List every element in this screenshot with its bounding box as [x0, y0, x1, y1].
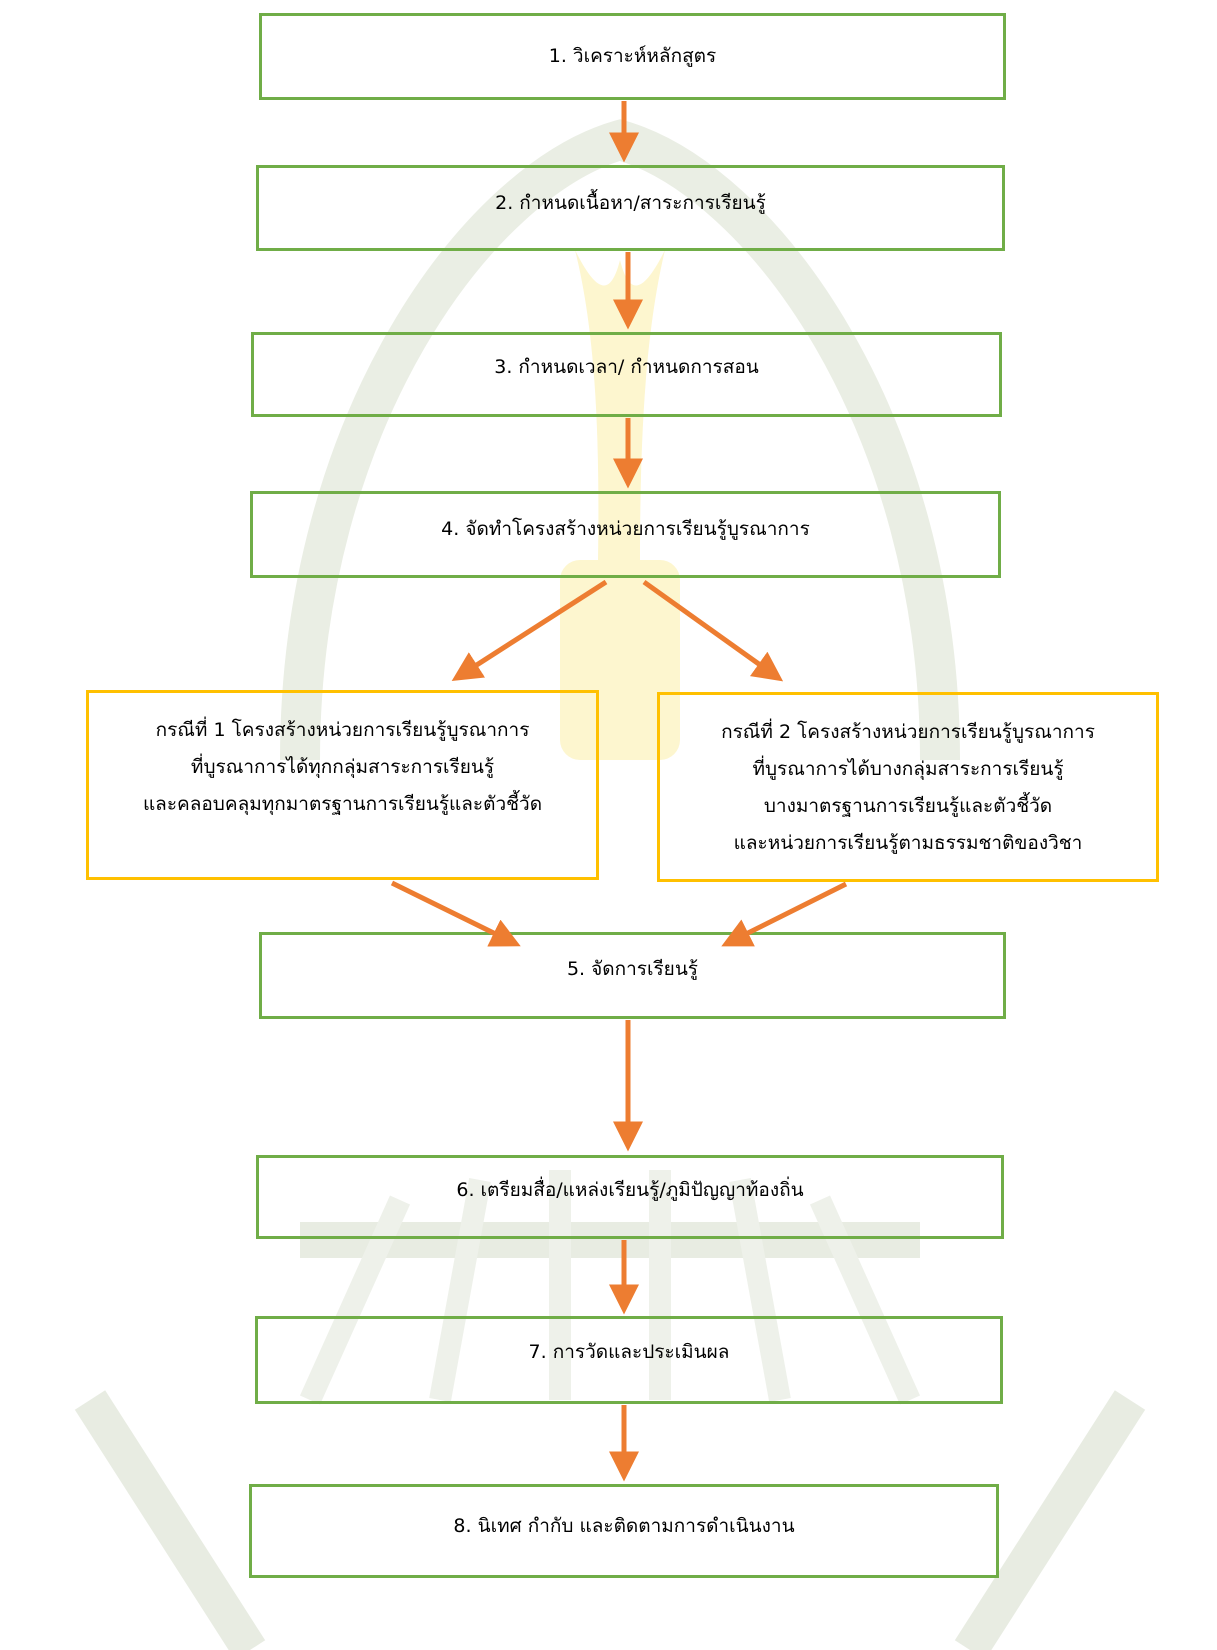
case-2-box: กรณีที่ 2 โครงสร้างหน่วยการเรียนรู้บูรณา…: [657, 692, 1159, 882]
step-7-label: 7. การวัดและประเมินผล: [528, 1341, 730, 1363]
watermark-base: [74, 1222, 1146, 1650]
step-2-box: 2. กำหนดเนื้อหา/สาระการเรียนรู้: [256, 165, 1005, 251]
step-3-label: 3. กำหนดเวลา/ กำหนดการสอน: [494, 356, 759, 378]
case-2-line-3: บางมาตรฐานการเรียนรู้และตัวชี้วัด: [763, 795, 1053, 817]
step-2-label: 2. กำหนดเนื้อหา/สาระการเรียนรู้: [495, 192, 766, 214]
step-5-box: 5. จัดการเรียนรู้: [259, 932, 1006, 1019]
case-1-line-1: กรณีที่ 1 โครงสร้างหน่วยการเรียนรู้บูรณา…: [155, 719, 530, 741]
arrow-4-to-case-1: [451, 579, 608, 682]
step-6-box: 6. เตรียมสื่อ/แหล่งเรียนรู้/ภูมิปัญญาท้อ…: [256, 1155, 1004, 1239]
case-2-line-1: กรณีที่ 2 โครงสร้างหน่วยการเรียนรู้บูรณา…: [721, 721, 1095, 743]
step-1-box: 1. วิเคราะห์หลักสูตร: [259, 13, 1006, 100]
step-5-label: 5. จัดการเรียนรู้: [566, 958, 699, 980]
step-4-label: 4. จัดทำโครงสร้างหน่วยการเรียนรู้บูรณากา…: [441, 518, 810, 540]
step-6-label: 6. เตรียมสื่อ/แหล่งเรียนรู้/ภูมิปัญญาท้อ…: [456, 1179, 804, 1201]
step-1-label: 1. วิเคราะห์หลักสูตร: [548, 45, 717, 67]
case-1-line-2: ที่บูรณาการได้ทุกกลุ่มสาระการเรียนรู้: [190, 756, 495, 778]
step-3-box: 3. กำหนดเวลา/ กำหนดการสอน: [251, 332, 1002, 417]
step-4-box: 4. จัดทำโครงสร้างหน่วยการเรียนรู้บูรณากา…: [250, 491, 1001, 578]
case-2-line-2: ที่บูรณาการได้บางกลุ่มสาระการเรียนรู้: [752, 758, 1064, 780]
case-1-box: กรณีที่ 1 โครงสร้างหน่วยการเรียนรู้บูรณา…: [86, 690, 599, 880]
case-1-line-3: และคลอบคลุมทุกมาตรฐานการเรียนรู้และตัวชี…: [142, 793, 543, 815]
step-8-label: 8. นิเทศ กำกับ และติดตามการดำเนินงาน: [453, 1515, 795, 1537]
step-8-box: 8. นิเทศ กำกับ และติดตามการดำเนินงาน: [249, 1484, 999, 1578]
arrow-4-to-case-2: [642, 579, 784, 682]
step-7-box: 7. การวัดและประเมินผล: [255, 1316, 1003, 1404]
case-2-line-4: และหน่วยการเรียนรู้ตามธรรมชาติของวิชา: [733, 832, 1083, 854]
